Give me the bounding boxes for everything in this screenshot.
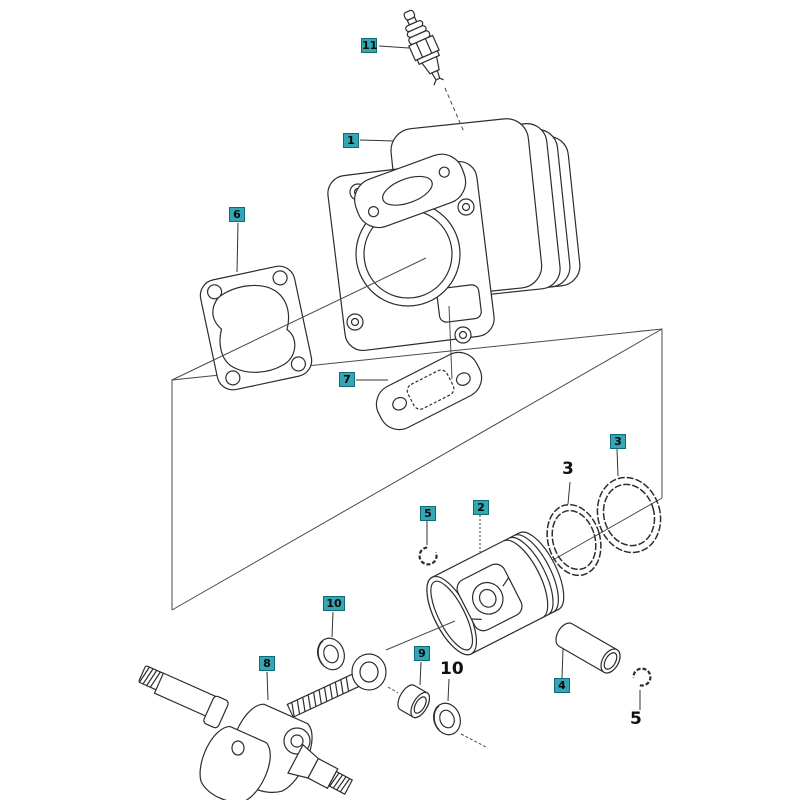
bore-axis-line — [171, 257, 427, 381]
callout-6-cylinder-gasket[interactable]: 6 — [229, 207, 245, 222]
callout-1-cylinder[interactable]: 1 — [343, 133, 359, 148]
exhaust-axis-line — [448, 305, 453, 380]
leader-lines — [236, 45, 641, 710]
callout-5-circlip-upper[interactable]: 5 — [420, 506, 436, 521]
callout-3-plain-piston-ring: 3 — [562, 459, 574, 479]
piston-axis-line — [385, 620, 456, 651]
spark-plug-axis-line — [444, 87, 465, 133]
cylinder-drawing — [327, 118, 581, 352]
washer-right-drawing — [433, 702, 461, 736]
callout-3-piston-ring[interactable]: 3 — [610, 434, 626, 449]
callout-7-muffler-gasket[interactable]: 7 — [339, 372, 355, 387]
cylinder-gasket-drawing — [199, 265, 313, 391]
piston-drawing — [426, 531, 565, 656]
spark-plug-drawing — [403, 9, 444, 86]
circlip-lower-drawing — [632, 667, 652, 687]
callout-11-spark-plug[interactable]: 11 — [361, 38, 378, 53]
rod-bearing-drawing — [397, 684, 431, 719]
callout-10-plain-washer-right: 10 — [440, 659, 464, 679]
circlip-upper-drawing — [418, 546, 438, 566]
connecting-rod-drawing — [286, 673, 360, 718]
piston-ring-left-drawing — [546, 503, 602, 577]
crankshaft-drawing — [138, 653, 387, 800]
callout-10-washer-left[interactable]: 10 — [323, 596, 345, 611]
callout-5-plain-circlip-lower: 5 — [630, 709, 642, 729]
callout-4-piston-pin[interactable]: 4 — [554, 678, 570, 693]
callout-2-piston[interactable]: 2 — [473, 500, 489, 515]
construction-plane — [171, 328, 663, 611]
piston-pin-drawing — [555, 622, 621, 674]
muffler-gasket-drawing — [375, 351, 483, 431]
piston-ring-right-drawing — [596, 476, 662, 554]
callout-9-rod-bearing[interactable]: 9 — [414, 646, 430, 661]
washer-left-drawing — [317, 637, 345, 671]
callout-8-crankshaft[interactable]: 8 — [259, 656, 275, 671]
rod-bearing-axis-line — [387, 686, 489, 749]
